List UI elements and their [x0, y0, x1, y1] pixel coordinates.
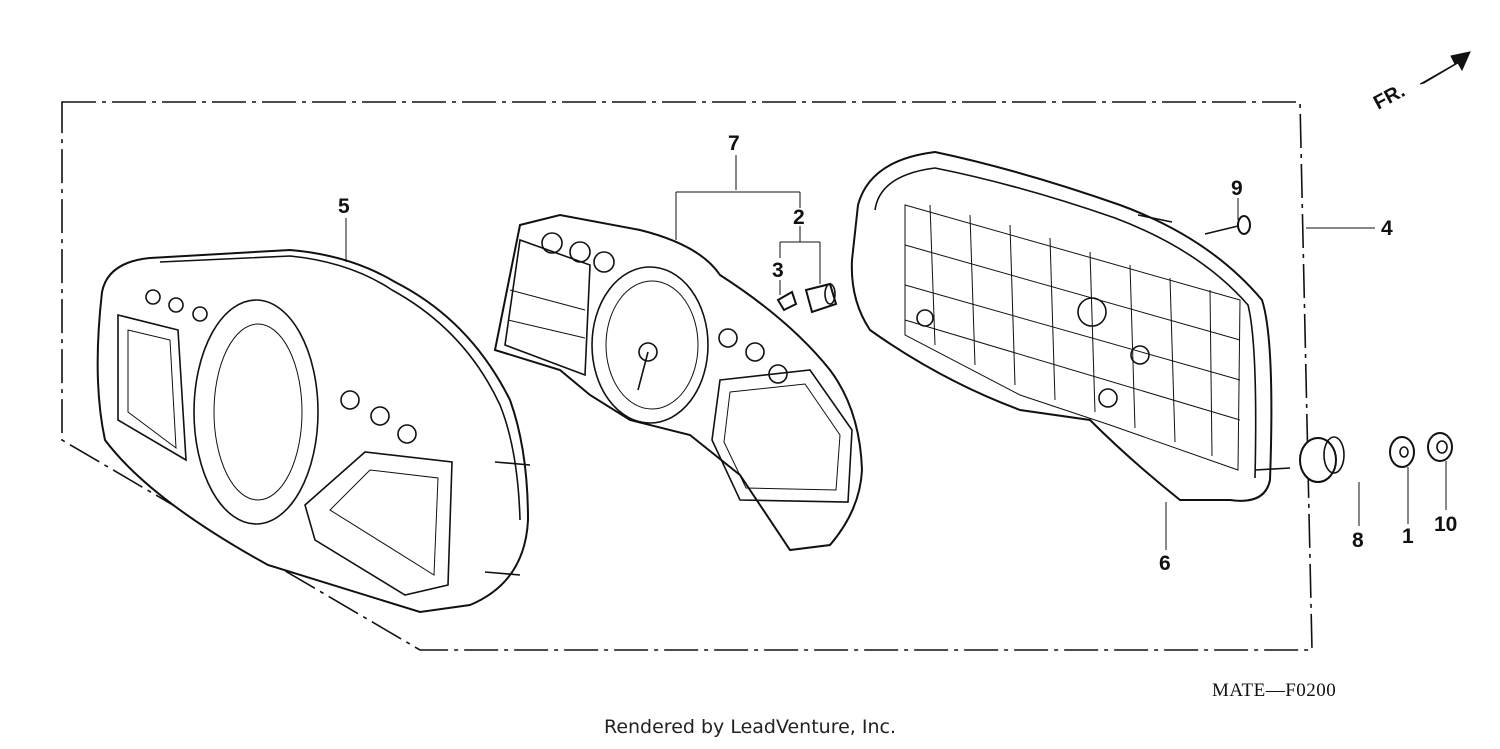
bulb-socket-part [804, 282, 838, 314]
collar-part [1389, 436, 1415, 468]
front-direction-indicator: FR. [1370, 51, 1471, 115]
diagram-code: MATE—F0200 [1212, 680, 1337, 701]
leader-lines [345, 155, 1447, 550]
grommet-part [1299, 436, 1345, 483]
tapping-screw [1204, 215, 1251, 235]
bulb-part [776, 290, 798, 312]
combination-meter-assembly [493, 213, 864, 552]
front-arrow-icon [1419, 51, 1471, 85]
callout-6: 6 [1159, 552, 1171, 575]
callout-7: 7 [728, 132, 740, 155]
meter-case [850, 150, 1291, 502]
callout-10: 10 [1434, 513, 1457, 536]
callout-5: 5 [338, 195, 350, 218]
callout-8: 8 [1352, 529, 1364, 552]
callout-2: 2 [793, 206, 805, 229]
callout-1: 1 [1402, 525, 1414, 548]
credit-line: Rendered by LeadVenture, Inc. [603, 716, 897, 738]
front-label: FR. [1370, 80, 1409, 115]
callout-9: 9 [1231, 177, 1243, 200]
meter-front-cover [96, 248, 531, 614]
callout-4: 4 [1381, 217, 1393, 240]
callout-3: 3 [772, 259, 784, 282]
assembly-boundary [61, 101, 1313, 651]
flange-nut-part [1427, 432, 1453, 462]
